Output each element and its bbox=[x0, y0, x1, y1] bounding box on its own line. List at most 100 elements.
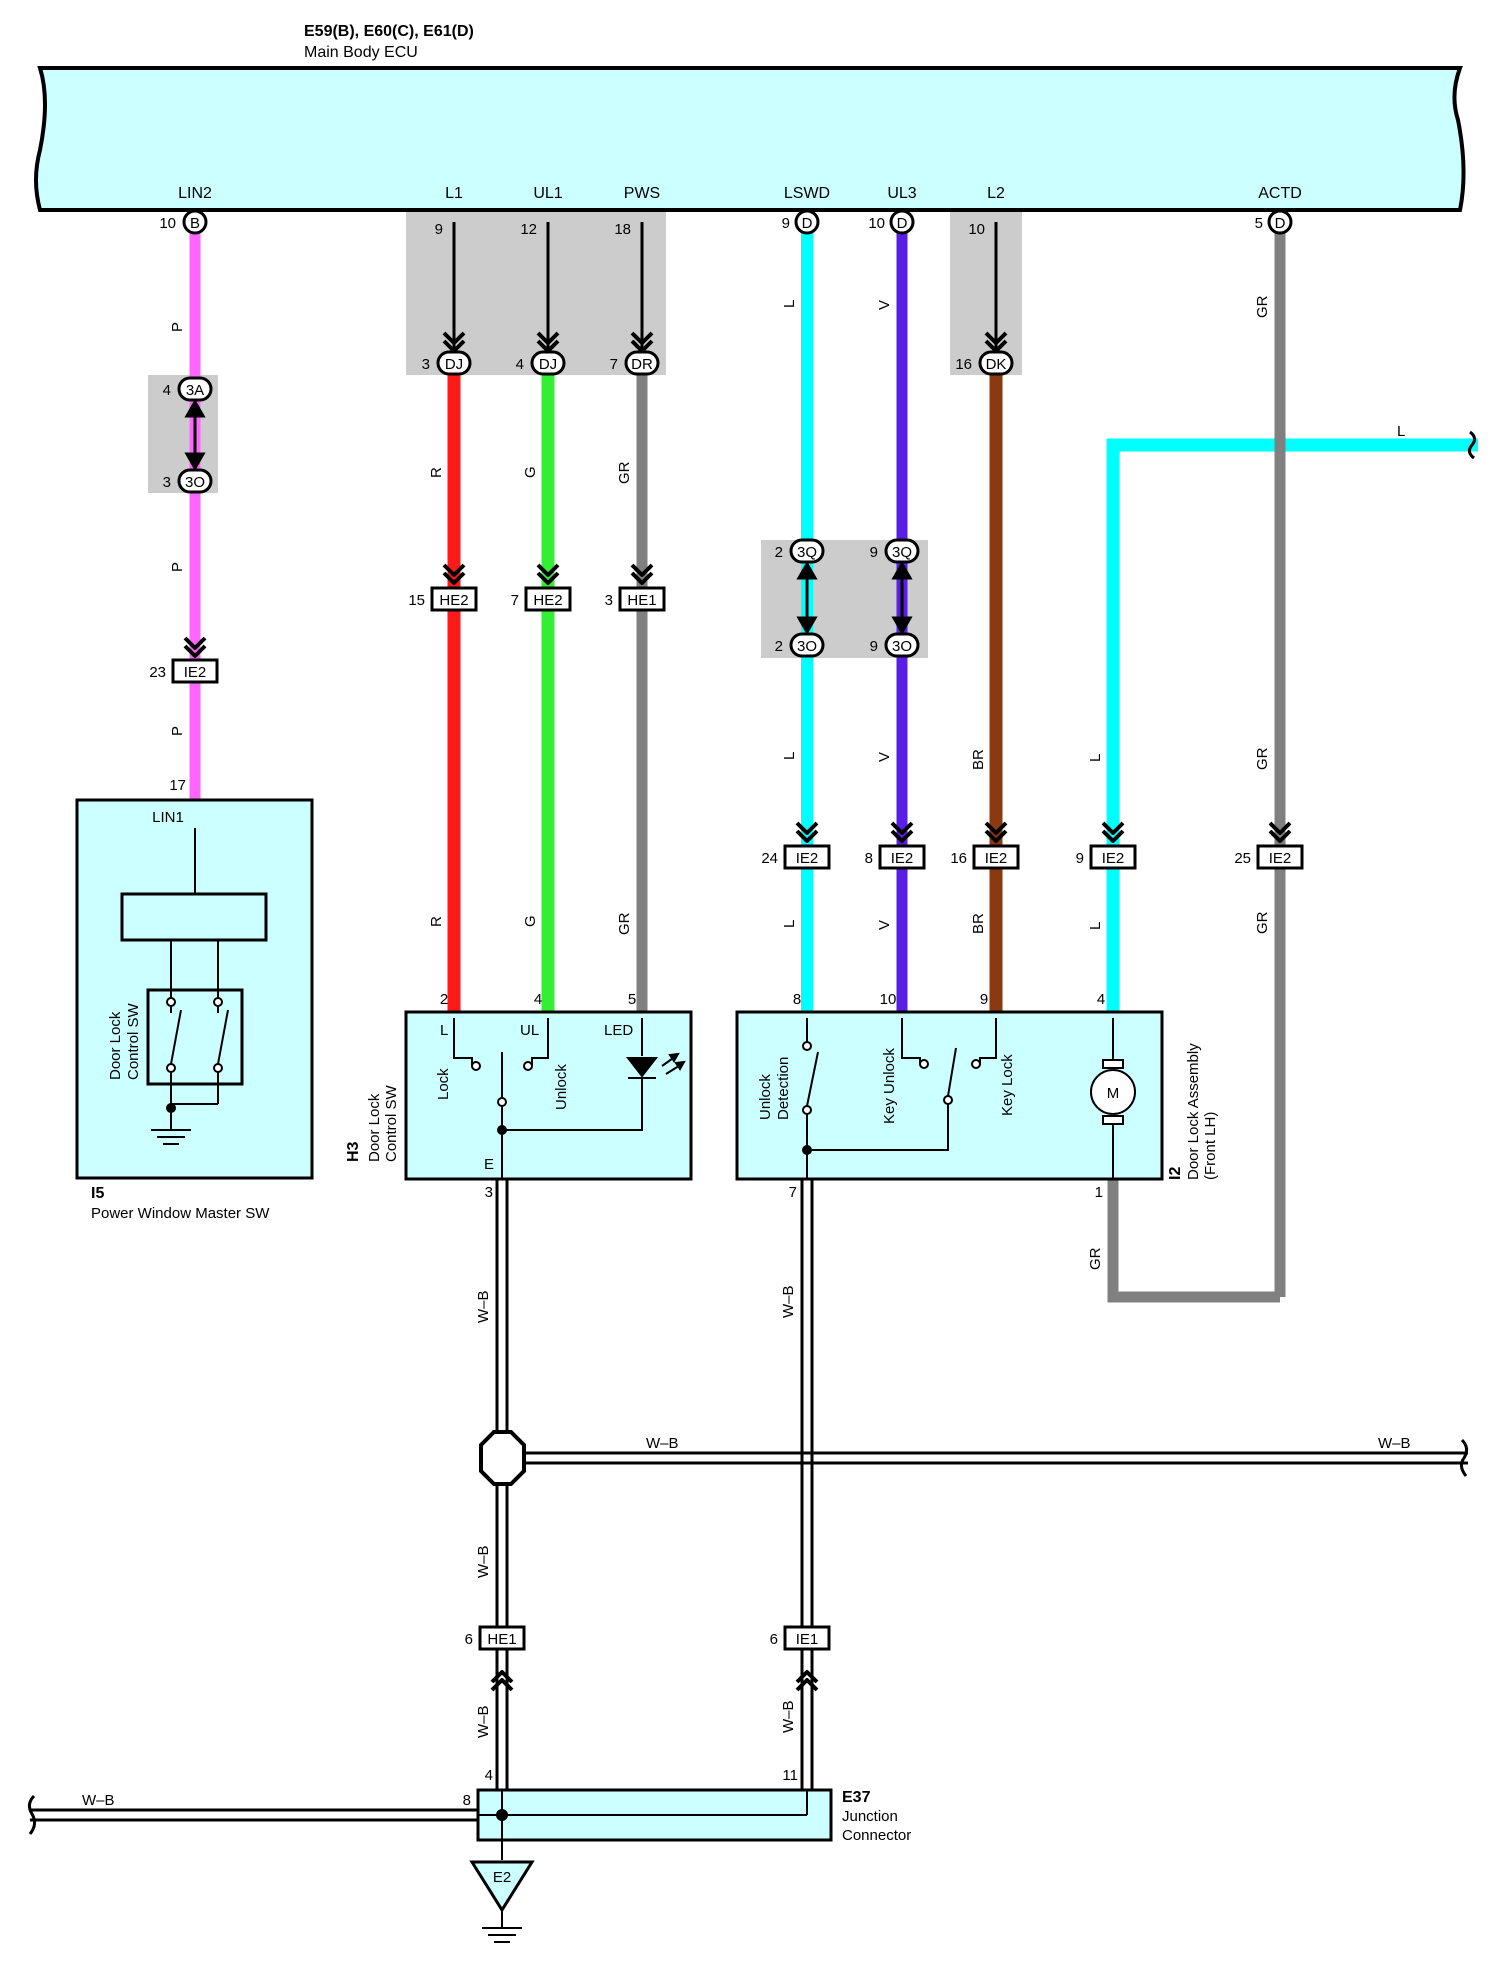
svg-text:3O: 3O bbox=[185, 474, 205, 491]
svg-text:24: 24 bbox=[761, 850, 778, 867]
h3-name-line2: Control SW bbox=[383, 1084, 400, 1162]
lbl-gr-actd-2: GR bbox=[1254, 747, 1271, 770]
svg-text:3Q: 3Q bbox=[892, 544, 912, 561]
lbl-gr-i2: GR bbox=[1087, 1247, 1104, 1270]
lbl-wb-1: W–B bbox=[475, 1290, 492, 1323]
svg-text:9: 9 bbox=[870, 544, 878, 561]
e37-pin-8: 8 bbox=[463, 1792, 471, 1809]
h3-pin-5: 5 bbox=[628, 991, 636, 1008]
conn-3o-3: 3O 3 bbox=[163, 468, 213, 494]
svg-text:DR: DR bbox=[631, 356, 653, 373]
svg-text:10: 10 bbox=[159, 215, 176, 232]
conn-dk-16: DK 16 bbox=[955, 350, 1014, 376]
lbl-p-2: P bbox=[169, 562, 186, 572]
ground-splice-point bbox=[479, 1430, 526, 1486]
lbl-l-1: L bbox=[781, 300, 798, 308]
shade-dk bbox=[950, 212, 1022, 375]
svg-text:5: 5 bbox=[1255, 215, 1263, 232]
h3-term-led: LED bbox=[604, 1022, 633, 1039]
term-actd: ACTD bbox=[1258, 185, 1302, 202]
i5-id: I5 bbox=[91, 1185, 104, 1202]
ecu-pin-actd: D 5 bbox=[1255, 209, 1293, 235]
conn-he2-15: HE2 15 bbox=[408, 586, 478, 612]
arrow-he2-15 bbox=[442, 563, 466, 585]
ecu-pin-l2: 10 bbox=[968, 221, 985, 238]
svg-text:3O: 3O bbox=[797, 638, 817, 655]
term-l2: L2 bbox=[987, 185, 1005, 202]
i5-sw-line1: Door Lock bbox=[107, 1011, 124, 1080]
svg-text:3: 3 bbox=[605, 592, 613, 609]
lbl-p-3: P bbox=[169, 726, 186, 736]
i2-key-unlock: Key Unlock bbox=[881, 1048, 898, 1124]
svg-text:3A: 3A bbox=[186, 382, 204, 399]
lbl-wb-3: W–B bbox=[475, 1705, 492, 1738]
svg-text:IE2: IE2 bbox=[184, 664, 207, 681]
svg-text:7: 7 bbox=[511, 592, 519, 609]
svg-text:3O: 3O bbox=[892, 638, 912, 655]
lbl-gr-pws-1: GR bbox=[616, 461, 633, 484]
e37-id: E37 bbox=[842, 1789, 871, 1806]
svg-text:4: 4 bbox=[163, 382, 171, 399]
conn-3a-4: 3A 4 bbox=[163, 376, 213, 402]
svg-text:3: 3 bbox=[422, 356, 430, 373]
svg-text:B: B bbox=[190, 215, 200, 232]
svg-text:IE2: IE2 bbox=[891, 850, 914, 867]
e37-pin-4: 4 bbox=[485, 1767, 493, 1784]
lbl-p-1: P bbox=[169, 322, 186, 332]
wire-wb-horizontal bbox=[520, 1451, 1468, 1465]
lbl-wb-2: W–B bbox=[475, 1545, 492, 1578]
svg-text:IE1: IE1 bbox=[796, 1631, 819, 1648]
ecu-pin-lswd: D 9 bbox=[782, 209, 820, 235]
wire-labels: P P P R R G G GR GR L L L V V V BR BR L … bbox=[82, 295, 1411, 1809]
i2-name-line1: Door Lock Assembly bbox=[1185, 1043, 1202, 1180]
lbl-l-5: L bbox=[1087, 922, 1104, 930]
wire-break-wb-right bbox=[1459, 1438, 1469, 1477]
wire-wb-left bbox=[30, 1808, 478, 1822]
lbl-v-3: V bbox=[876, 920, 893, 930]
term-ul1: UL1 bbox=[533, 185, 562, 202]
lbl-br-1: BR bbox=[970, 749, 987, 770]
svg-text:2: 2 bbox=[775, 638, 783, 655]
wire-wb-i2 bbox=[800, 1180, 814, 1790]
arrow-ie1-6 bbox=[795, 1670, 819, 1692]
lbl-gr-actd-1: GR bbox=[1254, 295, 1271, 318]
svg-text:HE1: HE1 bbox=[487, 1631, 516, 1648]
conn-3q-2: 3Q 2 bbox=[775, 538, 825, 564]
i2-motor: M bbox=[1107, 1085, 1120, 1102]
lbl-gr-pws-2: GR bbox=[616, 912, 633, 935]
svg-text:IE2: IE2 bbox=[796, 850, 819, 867]
conn-ie2-8: IE2 8 bbox=[865, 844, 926, 870]
svg-text:16: 16 bbox=[950, 850, 967, 867]
ecu-pin-ul1: 12 bbox=[520, 221, 537, 238]
arrow-ie2-9 bbox=[1101, 821, 1125, 843]
svg-text:10: 10 bbox=[868, 215, 885, 232]
ecu-pin-l1: 9 bbox=[435, 221, 443, 238]
svg-text:IE2: IE2 bbox=[1102, 850, 1125, 867]
h3-pin-2: 2 bbox=[440, 991, 448, 1008]
conn-he1-3: HE1 3 bbox=[605, 586, 666, 612]
h3-term-ul: UL bbox=[520, 1022, 539, 1039]
conn-3o-9: 3O 9 bbox=[870, 632, 920, 658]
svg-text:DK: DK bbox=[986, 356, 1007, 373]
lbl-l-2: L bbox=[781, 752, 798, 760]
lbl-g-1: G bbox=[522, 466, 539, 478]
lbl-v-2: V bbox=[876, 752, 893, 762]
svg-text:HE2: HE2 bbox=[439, 592, 468, 609]
conn-dj-4: DJ 4 bbox=[516, 350, 566, 376]
svg-text:2: 2 bbox=[775, 544, 783, 561]
ground-e2: E2 bbox=[469, 1860, 535, 1943]
i2-pin-7: 7 bbox=[789, 1184, 797, 1201]
conn-ie2-9: IE2 9 bbox=[1076, 844, 1137, 870]
svg-text:D: D bbox=[802, 215, 813, 232]
wire-i2-gr bbox=[1107, 1180, 1280, 1303]
term-ul3: UL3 bbox=[887, 185, 916, 202]
ecu-pin-ul3: D 10 bbox=[868, 209, 915, 235]
conn-link-3q-3o bbox=[796, 560, 913, 636]
lbl-wb-5: W–B bbox=[780, 1700, 797, 1733]
arrow-ie2-25 bbox=[1268, 821, 1292, 843]
e37-name-line2: Connector bbox=[842, 1827, 911, 1844]
e37-pin-11: 11 bbox=[782, 1767, 798, 1784]
i2-internals bbox=[802, 1018, 1136, 1180]
arrow-he2-7 bbox=[536, 563, 560, 585]
